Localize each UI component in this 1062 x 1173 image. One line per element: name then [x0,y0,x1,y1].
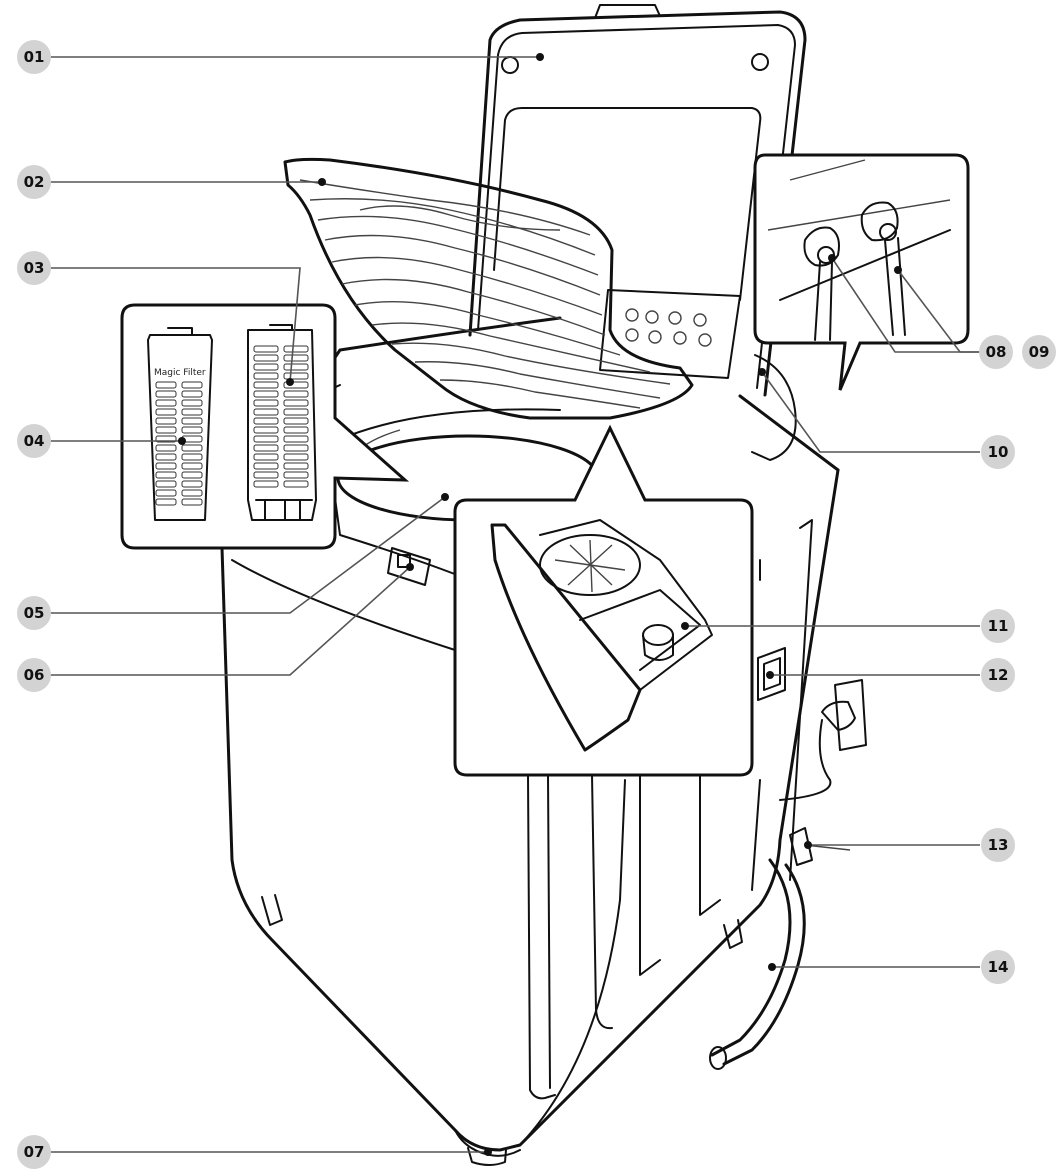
filter-slot [181,444,203,452]
callout-03: 03 [17,251,51,285]
hose-inset [753,153,970,391]
filter-slot [253,372,279,380]
inner-glass-lid [283,157,694,420]
filter-slot [155,408,177,416]
filter-slot [283,408,309,416]
filter-slot [181,426,203,434]
filter-slot [155,462,177,470]
filter-slot [253,462,279,470]
filter-slot [155,417,177,425]
leader-lines [50,53,980,1156]
callout-07: 07 [17,1135,51,1169]
filter-slot [181,381,203,389]
filter-slot [283,399,309,407]
filter-slot [253,444,279,452]
filter-slot [155,471,177,479]
filter-slot [181,417,203,425]
callout-14: 14 [981,950,1015,984]
filter-slot [253,417,279,425]
filter-slot [283,453,309,461]
filter-slot [253,453,279,461]
filter-slot [253,426,279,434]
filter-slot [253,381,279,389]
filter-slot [253,354,279,362]
filter-slot [283,390,309,398]
filter-slot [253,471,279,479]
filter-inset: Magic Filter [120,303,410,550]
filter-slot [155,399,177,407]
filter-slot [283,345,309,353]
filter-slot [283,426,309,434]
filter-slot [253,408,279,416]
magic-filter-left: Magic Filter [147,327,213,521]
filter-slot [155,435,177,443]
detergent-drawer-inset [453,424,754,777]
callout-12: 12 [981,658,1015,692]
front-panel-grooves [527,519,813,1100]
filter-slot [155,498,177,506]
filter-slot [283,444,309,452]
callout-01: 01 [17,40,51,74]
filter-slot [253,480,279,488]
filter-slot [181,480,203,488]
filter-slot [253,390,279,398]
filter-slot [283,381,309,389]
callout-05: 05 [17,596,51,630]
filter-slot [155,426,177,434]
filter-slot [181,390,203,398]
filter-slot [283,372,309,380]
filter-slot [181,408,203,416]
filter-slot [283,417,309,425]
filter-slot [253,363,279,371]
callout-02: 02 [17,165,51,199]
filter-slot [283,435,309,443]
filter-slot [181,453,203,461]
filter-slot [283,480,309,488]
callout-04: 04 [17,424,51,458]
filter-slot [283,471,309,479]
filter-slot [283,354,309,362]
filter-slot [253,399,279,407]
lid [468,4,807,397]
small-features [387,354,867,1070]
callout-08: 08 [979,335,1013,369]
filter-slot [283,363,309,371]
filter-slot [155,381,177,389]
filter-slot [155,489,177,497]
callout-06: 06 [17,658,51,692]
callout-11: 11 [981,609,1015,643]
filter-slot [155,453,177,461]
filter-slot [253,435,279,443]
filter-slot [181,462,203,470]
filter-slot [181,498,203,506]
magic-filter-right [247,324,317,521]
filter-slot [155,444,177,452]
callout-09: 09 [1022,335,1056,369]
filter-slot [283,462,309,470]
filter-slot [181,471,203,479]
filter-slot [181,399,203,407]
filter-label: Magic Filter [154,368,206,378]
filter-slot [181,489,203,497]
filter-slot [155,480,177,488]
filter-slot [155,390,177,398]
callout-10: 10 [981,435,1015,469]
callout-13: 13 [981,828,1015,862]
filter-slot [253,345,279,353]
